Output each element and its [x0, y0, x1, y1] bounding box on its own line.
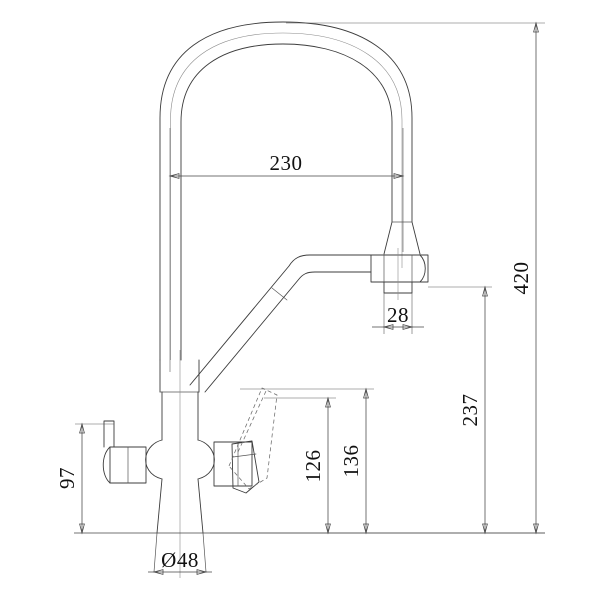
- dimension-237: 237: [428, 285, 492, 535]
- dimension-diameter-48: Ø48: [148, 548, 212, 575]
- dim-label-126: 126: [301, 450, 325, 483]
- arrow-237-top: [482, 285, 488, 297]
- base-skirt-left: [156, 478, 163, 534]
- right-lever-handle-solid: [231, 440, 260, 494]
- arrow-d48-left: [152, 569, 164, 575]
- dimension-420: 420: [210, 21, 545, 535]
- dim-label-97: 97: [55, 467, 79, 489]
- arrow-126-bottom: [325, 523, 331, 535]
- outlet-head-cap-curve: [419, 254, 426, 283]
- dim-label-420: 420: [509, 262, 533, 295]
- left-handle-round-cap: [102, 446, 111, 484]
- dim-label-d48: Ø48: [161, 548, 199, 572]
- swivel-arm-top: [189, 254, 372, 386]
- swivel-arm-elbow-seam: [271, 287, 288, 301]
- arrow-136-bottom: [363, 523, 369, 535]
- swivel-arm-bottom: [204, 271, 372, 393]
- dimension-230: 230: [168, 128, 405, 372]
- left-handle-lever: [103, 420, 115, 448]
- arrow-230-left: [168, 173, 180, 179]
- arrow-126-top: [325, 396, 331, 408]
- faucet-body-geometry: [102, 21, 429, 578]
- arrow-230-right: [393, 173, 405, 179]
- dimension-136: 136: [240, 387, 374, 535]
- arrow-d48-right: [196, 569, 208, 575]
- arrow-97-bottom: [79, 523, 85, 535]
- dim-label-230: 230: [270, 151, 303, 175]
- right-lever-handle-phantom: [228, 387, 278, 490]
- shank-right: [202, 532, 207, 573]
- gooseneck-inner-wall: [180, 43, 393, 361]
- right-lever-housing: [213, 441, 253, 487]
- outlet-head-body: [370, 254, 429, 283]
- spout-taper-left: [383, 221, 393, 255]
- dim-label-237: 237: [458, 394, 482, 427]
- arrow-97-top: [79, 422, 85, 434]
- arrow-420-bottom: [533, 523, 539, 535]
- gooseneck-outer-wall: [159, 21, 413, 361]
- arrow-420-top: [533, 21, 539, 33]
- arrow-28-right: [402, 324, 414, 330]
- spout-taper-right: [411, 221, 421, 255]
- gooseneck-center-line: [170, 32, 403, 360]
- right-lever-handle-solid-seam: [232, 453, 257, 458]
- dimension-97: 97: [55, 422, 114, 535]
- dimension-126: 126: [264, 396, 336, 535]
- base-skirt-right: [197, 478, 204, 534]
- right-lever-boss: [197, 439, 215, 480]
- left-handle-boss: [145, 439, 163, 480]
- arrow-237-bottom: [482, 523, 488, 535]
- dim-label-136: 136: [339, 445, 363, 478]
- left-handle-body: [109, 446, 147, 484]
- arrow-28-left: [382, 324, 394, 330]
- dimension-28: 28: [372, 293, 424, 334]
- shank-left: [153, 532, 158, 573]
- dim-label-28: 28: [387, 303, 409, 327]
- arrow-136-top: [363, 387, 369, 399]
